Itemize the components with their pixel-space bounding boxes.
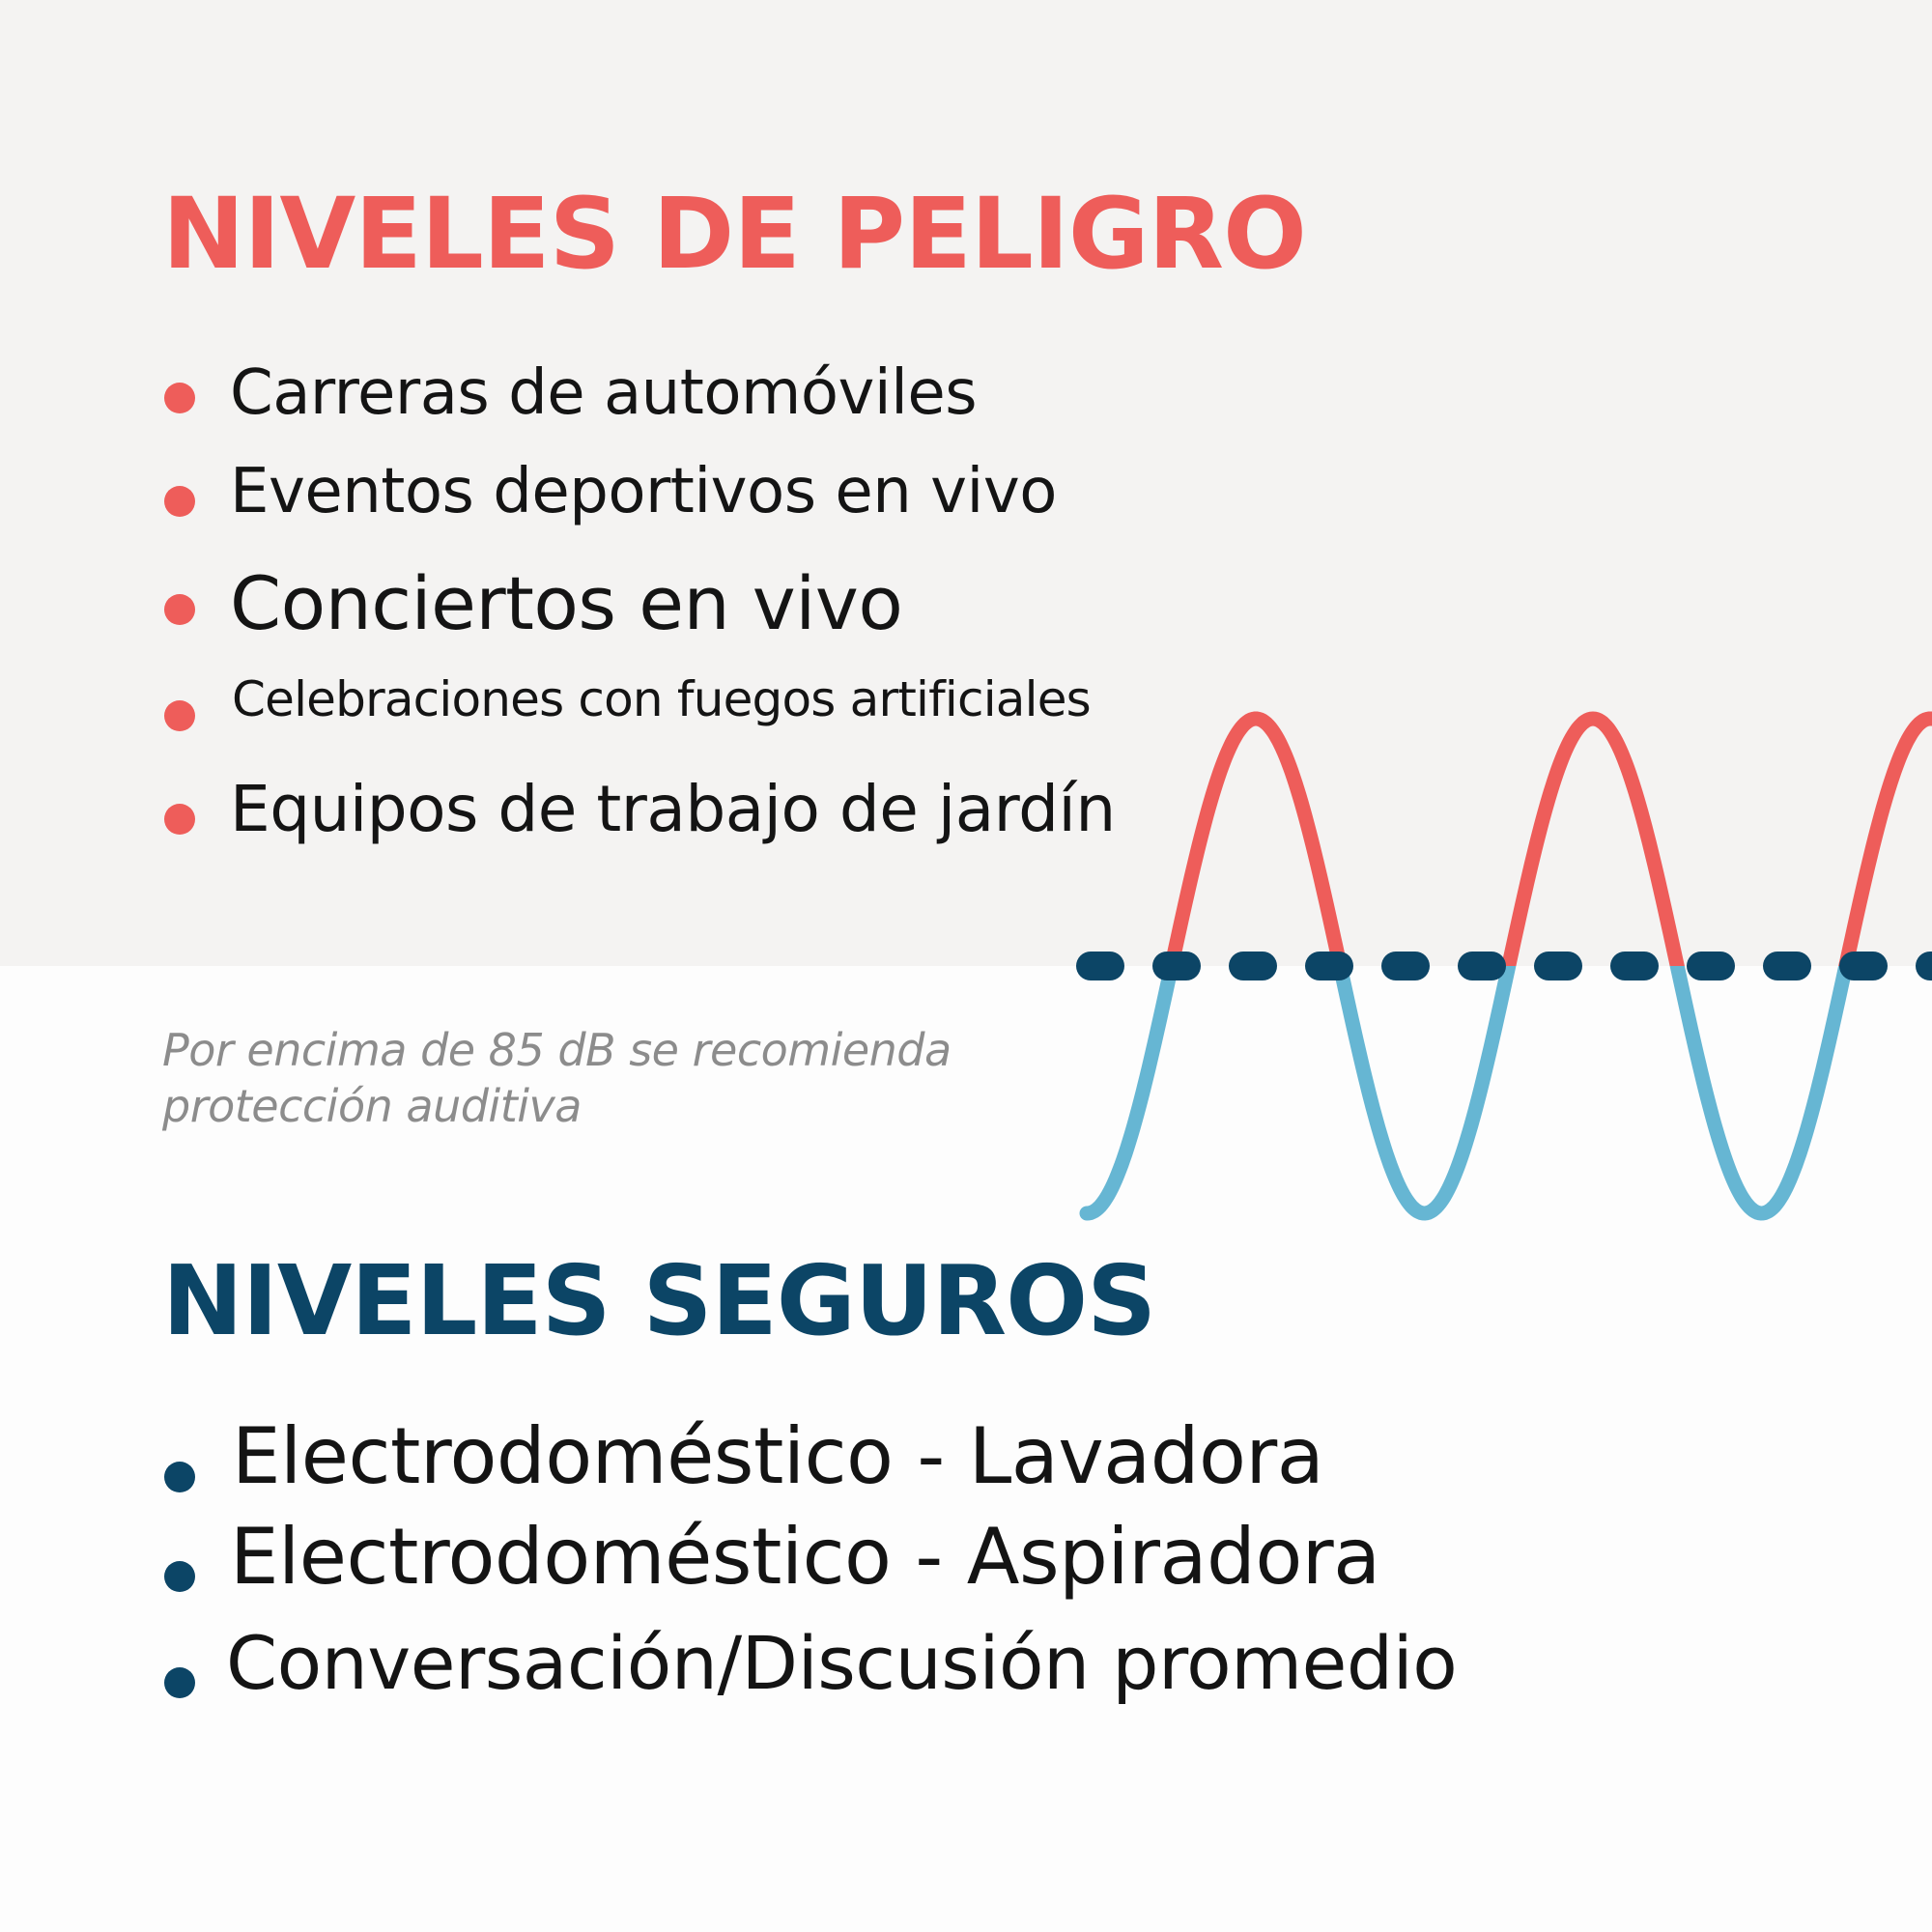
safe-item-label: Electrodoméstico - Lavadora [232,1411,1324,1501]
wave-below-threshold [1079,966,1854,1221]
bullet-dot-icon [164,1561,195,1592]
bullet-dot-icon [164,594,195,625]
safe-item-label: Conversación/Discusión promedio [226,1620,1458,1706]
danger-item-label: Celebraciones con fuegos artificiales [232,671,1092,727]
safe-levels-heading: NIVELES SEGUROS [162,1244,1156,1357]
danger-item-label: Eventos deportivos en vivo [230,456,1057,527]
danger-levels-heading: NIVELES DE PELIGRO [162,177,1307,292]
danger-item-label: Conciertos en vivo [230,560,903,646]
note-line-1: Por encima de 85 dB se recomienda [162,1024,952,1076]
danger-item-label: Carreras de automóviles [230,357,978,429]
hearing-protection-note: Por encima de 85 dB se recomienda protec… [162,1022,952,1134]
wave-above-threshold [1164,711,1932,966]
bullet-dot-icon [164,486,195,517]
note-line-2: protección auditiva [162,1080,582,1132]
danger-section-background [0,0,1932,966]
safe-item-label: Electrodoméstico - Aspiradora [230,1512,1380,1602]
danger-item-label: Equipos de trabajo de jardín [230,772,1116,846]
bullet-dot-icon [164,383,195,413]
bullet-dot-icon [164,700,195,731]
bullet-dot-icon [164,1462,195,1492]
bullet-dot-icon [164,1667,195,1698]
bullet-dot-icon [164,804,195,835]
